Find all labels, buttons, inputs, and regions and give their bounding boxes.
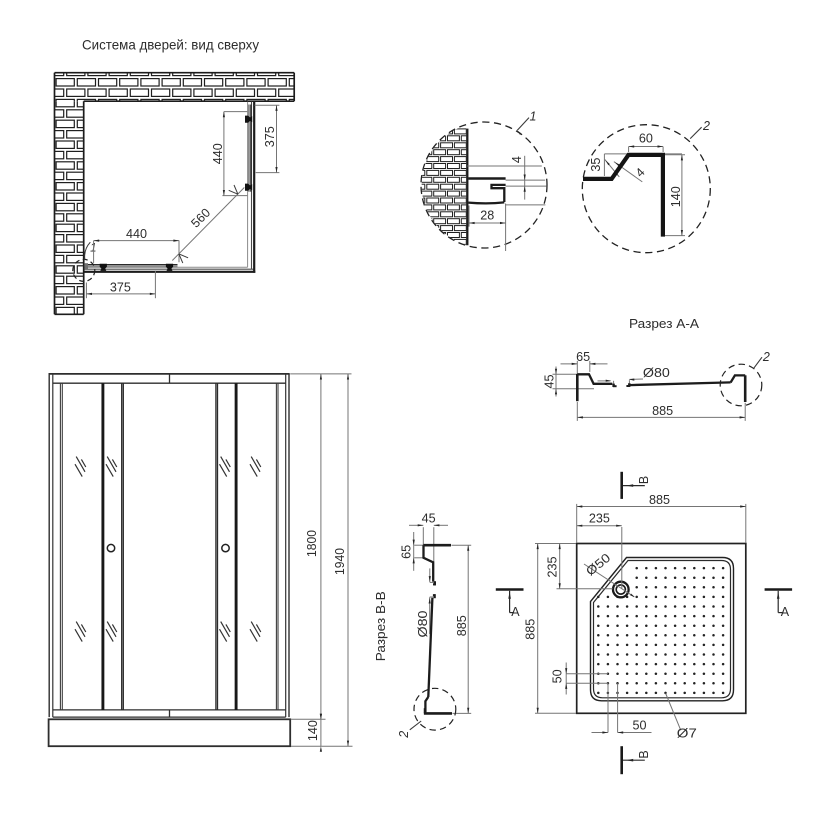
svg-text:4: 4	[510, 156, 524, 163]
svg-text:28: 28	[480, 209, 494, 223]
svg-text:Ø50: Ø50	[583, 551, 613, 579]
svg-text:Разрез А-А: Разрез А-А	[629, 316, 699, 331]
svg-text:440: 440	[211, 143, 225, 164]
svg-text:Ø80: Ø80	[416, 610, 430, 637]
svg-text:885: 885	[652, 404, 673, 418]
svg-text:35: 35	[589, 158, 603, 172]
svg-text:1800: 1800	[305, 530, 319, 557]
svg-text:2: 2	[762, 350, 770, 364]
svg-text:885: 885	[649, 493, 670, 507]
svg-text:65: 65	[576, 350, 590, 364]
svg-text:235: 235	[589, 512, 610, 526]
svg-text:Ø7: Ø7	[677, 726, 697, 740]
svg-text:Разрез В-В: Разрез В-В	[373, 591, 388, 661]
svg-text:В: В	[637, 476, 651, 484]
svg-text:4: 4	[633, 165, 648, 180]
svg-text:Система дверей: вид сверху: Система дверей: вид сверху	[82, 37, 259, 53]
svg-text:375: 375	[110, 280, 131, 294]
svg-text:140: 140	[669, 186, 683, 207]
svg-text:45: 45	[543, 374, 557, 388]
svg-text:А: А	[781, 605, 790, 619]
svg-text:375: 375	[263, 126, 277, 147]
svg-text:140: 140	[306, 720, 320, 741]
svg-text:2: 2	[702, 119, 710, 133]
svg-text:440: 440	[126, 227, 147, 241]
svg-text:235: 235	[545, 556, 559, 577]
svg-text:2: 2	[397, 731, 411, 739]
svg-text:В: В	[637, 750, 651, 758]
svg-text:60: 60	[639, 132, 653, 146]
svg-text:А: А	[511, 605, 520, 619]
svg-text:50: 50	[633, 718, 647, 732]
svg-text:885: 885	[523, 619, 537, 640]
svg-text:560: 560	[188, 206, 213, 231]
svg-text:1: 1	[530, 110, 537, 124]
svg-text:50: 50	[551, 669, 565, 683]
svg-text:65: 65	[399, 545, 413, 559]
svg-text:885: 885	[455, 615, 469, 636]
svg-text:45: 45	[422, 511, 436, 525]
svg-text:Ø80: Ø80	[643, 366, 670, 380]
svg-text:1940: 1940	[333, 548, 347, 575]
